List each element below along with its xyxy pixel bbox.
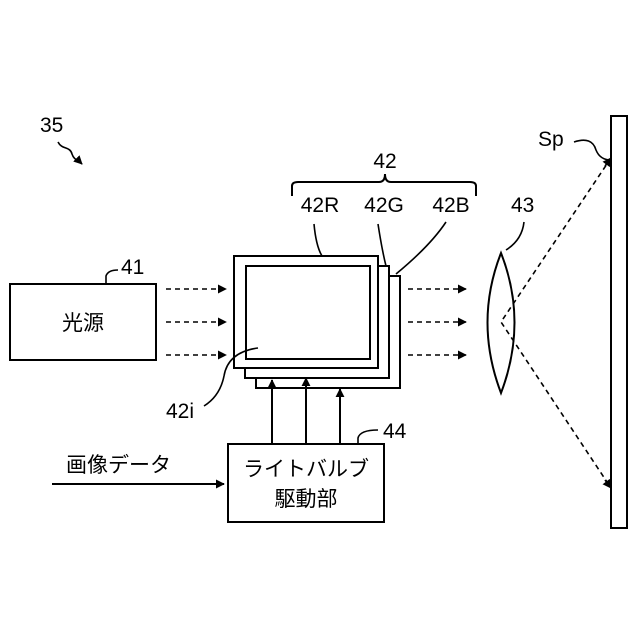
light-source-ref-leader: [106, 270, 118, 284]
panel-r-leader: [314, 224, 322, 256]
driver-ref-label: 44: [383, 420, 407, 443]
driver-text-line2: 駆動部: [275, 487, 338, 511]
panel-b-leader: [396, 222, 446, 274]
image-data-text: 画像データ: [66, 453, 171, 477]
system-ref-label: 35: [40, 114, 63, 137]
light-source-ref-label: 41: [121, 256, 144, 279]
panel-r-ref-label: 42R: [301, 194, 340, 217]
screen-ref-label: Sp: [538, 128, 564, 151]
screen: [611, 116, 627, 528]
image-area-ref-label: 42i: [166, 400, 194, 423]
panel-group-brace: [292, 174, 476, 196]
panel-g-leader: [378, 224, 386, 266]
driver-ref-leader: [358, 430, 378, 444]
lens-ref-leader: [506, 222, 524, 250]
system-ref-leader-arrow: [58, 142, 82, 164]
panel-b-ref-label: 42B: [432, 194, 469, 217]
panel-42r: [234, 256, 378, 368]
light-source-text: 光源: [62, 311, 104, 335]
panel-g-ref-label: 42G: [364, 194, 404, 217]
panel-group-ref-label: 42: [373, 150, 396, 173]
lens-ref-label: 43: [511, 194, 534, 217]
screen-ref-leader: [574, 140, 611, 160]
driver-text-line1: ライトバルブ: [243, 457, 369, 481]
